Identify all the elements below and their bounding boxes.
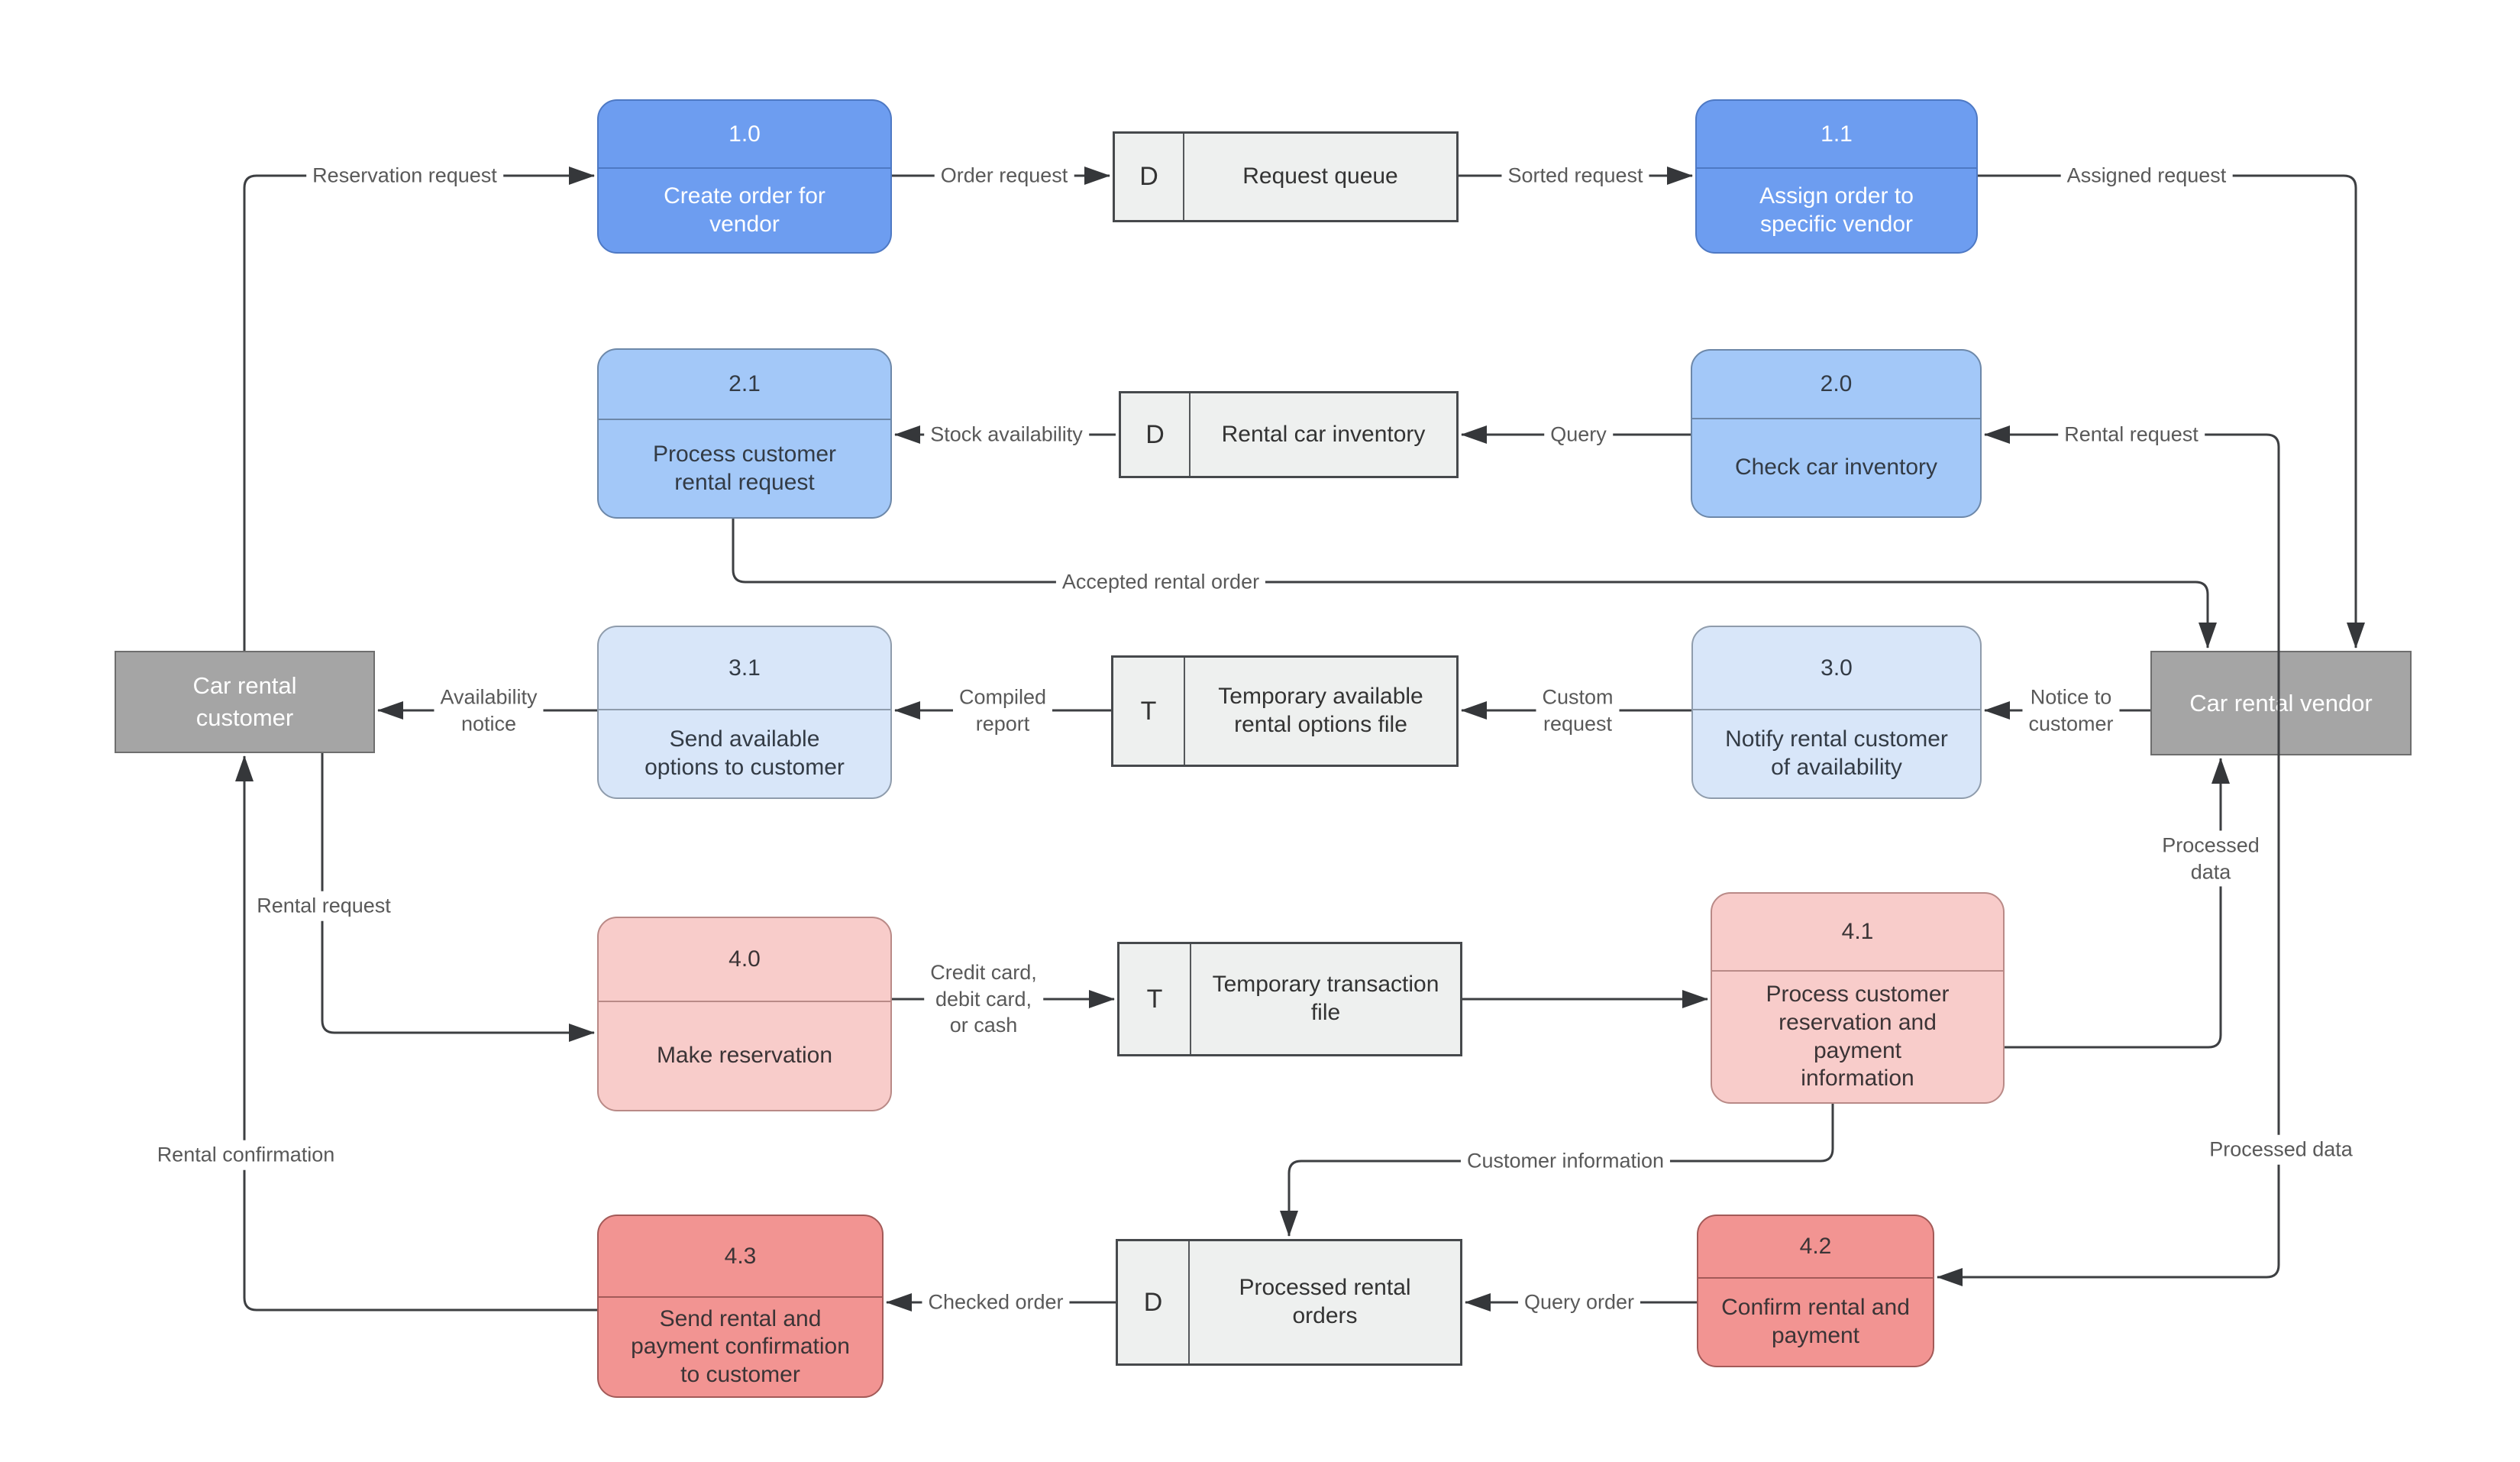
process-4-1-label: Process customer reservation and payment… <box>1766 982 1950 1092</box>
flow-assigned-request <box>1978 174 2365 649</box>
process-2-1-number: 2.1 <box>599 350 890 420</box>
process-4-1-number: 4.1 <box>1712 894 2003 972</box>
store-processed-rental-orders-type-letter: D <box>1118 1241 1190 1363</box>
flow-sorted-request-label: Sorted request <box>1501 160 1649 191</box>
process-2-0-label: Check car inventory <box>1734 454 1938 480</box>
store-request-queue-name: Request queue <box>1242 163 1398 189</box>
flow-custom-request-label: Custom request <box>1536 682 1620 739</box>
store-processed-rental-orders-name: Processed rental orders <box>1239 1275 1411 1328</box>
store-temporary-available-rental-options-file-type-letter: T <box>1113 658 1185 765</box>
flow-query-label: Query <box>1544 419 1613 450</box>
entity-car-rental-customer-label: Car rental customer <box>192 672 297 731</box>
process-3-0-number: 3.0 <box>1693 627 1980 710</box>
process-4-0-number: 4.0 <box>599 918 890 1002</box>
process-3-0-label: Notify rental customer of availability <box>1725 726 1948 780</box>
store-temporary-transaction-file-name: Temporary transaction file <box>1212 972 1439 1025</box>
store-rental-car-inventory-name: Rental car inventory <box>1221 421 1426 447</box>
process-1-0-number: 1.0 <box>599 101 890 169</box>
flow-compiled-report-label: Compiled report <box>952 682 1053 739</box>
flow-reservation-request <box>243 167 595 651</box>
process-1-1-label: Assign order to specific vendor <box>1759 183 1914 237</box>
flow-rental-request-to-4-0-label: Rental request <box>250 891 397 921</box>
process-2-0-number: 2.0 <box>1692 351 1980 419</box>
flow-processed-data-to-4-2-label: Processed data <box>2203 1134 2359 1165</box>
flow-notice-to-customer-label: Notice to customer <box>2022 682 2120 739</box>
flow-rental-confirmation <box>235 755 597 1312</box>
flow-stock-availability-label: Stock availability <box>924 419 1089 450</box>
flow-processed-data-to-vendor <box>2005 758 2230 1049</box>
flow-availability-notice-label: Availability notice <box>434 682 544 739</box>
flow-rental-confirmation-label: Rental confirmation <box>150 1140 341 1170</box>
process-1-0-label: Create order for vendor <box>664 183 825 237</box>
store-processed-rental-orders[interactable]: D Processed rental orders <box>1116 1239 1462 1366</box>
process-1-1-number: 1.1 <box>1697 101 1976 169</box>
flow-accepted-rental-order <box>732 519 2217 649</box>
process-4-2-number: 4.2 <box>1698 1216 1933 1279</box>
store-request-queue-type-letter: D <box>1115 134 1184 220</box>
process-3-1-label: Send available options to customer <box>645 726 845 780</box>
store-temporary-available-rental-options-file-name: Temporary available rental options file <box>1218 684 1423 737</box>
process-2-1-label: Process customer rental request <box>652 441 837 495</box>
flow-checked-order-label: Checked order <box>922 1287 1070 1318</box>
store-rental-car-inventory-type-letter: D <box>1121 393 1191 476</box>
process-3-1-number: 3.1 <box>599 627 890 710</box>
flow-assigned-request-label: Assigned request <box>2060 160 2233 191</box>
process-4-3-number: 4.3 <box>599 1216 882 1298</box>
store-temporary-transaction-file[interactable]: T Temporary transaction file <box>1117 942 1462 1056</box>
entity-car-rental-customer[interactable]: Car rental customer <box>115 651 375 753</box>
process-4-2-label: Confirm rental and payment <box>1721 1295 1910 1348</box>
flow-accepted-rental-order-label: Accepted rental order <box>1055 567 1266 597</box>
store-rental-car-inventory[interactable]: D Rental car inventory <box>1119 391 1459 478</box>
flow-rental-request-to-2-0 <box>1984 425 2280 651</box>
process-4-3-label: Send rental and payment confirmation to … <box>631 1305 850 1387</box>
store-temporary-available-rental-options-file[interactable]: T Temporary available rental options file <box>1111 655 1459 767</box>
entity-car-rental-vendor-label: Car rental vendor <box>2189 689 2373 716</box>
process-4-0-label: Make reservation <box>656 1043 833 1069</box>
flow-payment-method-label: Credit card, debit card, or cash <box>924 958 1043 1040</box>
flow-customer-information-label: Customer information <box>1460 1146 1671 1176</box>
store-request-queue[interactable]: D Request queue <box>1113 131 1459 222</box>
entity-car-rental-vendor[interactable]: Car rental vendor <box>2150 651 2412 755</box>
flow-reservation-request-label: Reservation request <box>306 160 503 191</box>
flow-query-order-label: Query order <box>1517 1287 1641 1318</box>
flow-processed-data-to-vendor-label: Processed data <box>2156 830 2266 887</box>
flow-rental-request-to-2-0-label: Rental request <box>2058 419 2205 450</box>
flow-order-request-label: Order request <box>934 160 1074 191</box>
store-temporary-transaction-file-type-letter: T <box>1119 944 1191 1054</box>
